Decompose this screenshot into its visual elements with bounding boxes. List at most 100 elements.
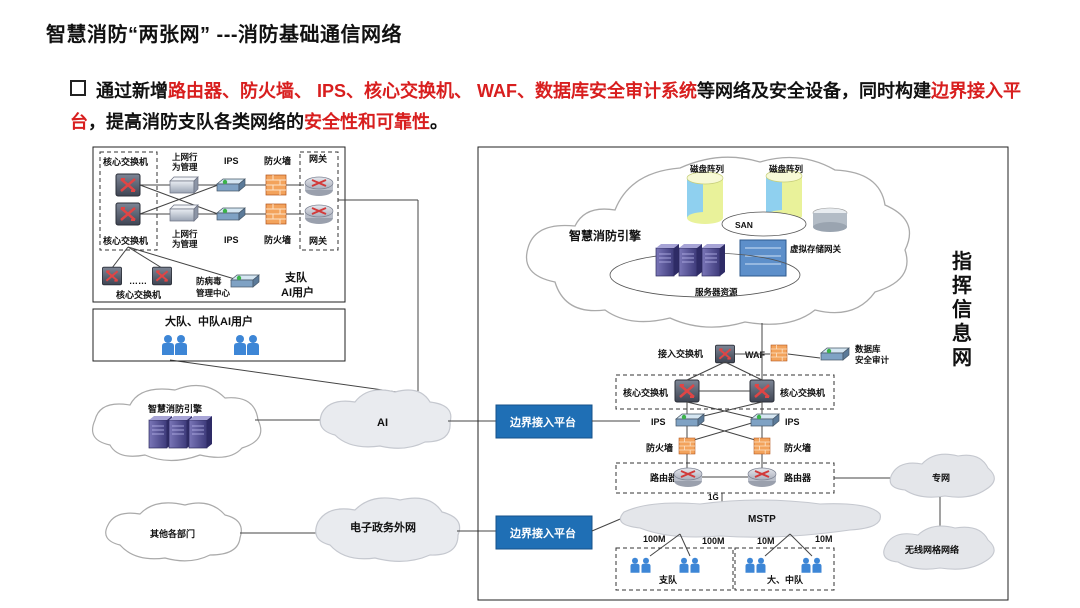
ai-label: AI	[377, 417, 388, 429]
behavior-mgmt-1	[169, 176, 199, 194]
engine-cloud-right: 智慧消防引擎 磁盘阵列 磁盘阵列 SAN 虚拟存储网关 服务器资源	[526, 156, 911, 328]
fw-r-label: 防火墙	[784, 442, 811, 453]
ips-1-label: IPS	[224, 156, 239, 166]
dadui-users	[745, 557, 822, 573]
san-ring	[721, 211, 807, 237]
waf-device	[770, 344, 788, 362]
command-network-frame	[477, 146, 1009, 601]
engine-cloud-left: 智慧消防引擎	[91, 384, 262, 462]
boundary-platform-1	[495, 404, 593, 439]
text: ，提高消防支队各类网络的	[88, 112, 304, 132]
engine-left-label: 智慧消防引擎	[148, 403, 202, 414]
core-switch-l-label: 核心交换机	[623, 387, 668, 398]
intro-paragraph: 通过新增路由器、防火墙、 IPS、核心交换机、 WAF、数据库安全审计系统等网络…	[70, 76, 1030, 138]
core-layer-group	[615, 374, 835, 410]
core-switch-bottom-label: 核心交换机	[103, 235, 148, 246]
zhidui-100m-a: 100M	[643, 534, 666, 544]
ai-cloud: AI	[319, 389, 452, 449]
private-net-cloud: 专网	[889, 453, 995, 498]
firewall-2-label: 防火墙	[264, 234, 291, 245]
core-switch-top-label: 核心交换机	[103, 156, 148, 167]
core-switch-1	[114, 172, 142, 198]
wireless-label: 无线网格网络	[904, 544, 959, 555]
text: 通过新增	[96, 81, 168, 101]
boundary-platform-2-label: 边界接入平台	[509, 526, 576, 540]
router-right-l	[673, 467, 703, 488]
other-depts-label: 其他各部门	[150, 528, 195, 539]
text: 。	[430, 112, 448, 132]
dadui-10m-a: 10M	[757, 536, 775, 546]
dadui-group	[734, 547, 835, 591]
firewall-1-label: 防火墙	[264, 155, 291, 166]
access-switch-label: 接入交换机	[658, 348, 703, 359]
gateway-bottom-label: 网关	[309, 235, 327, 246]
wireless-cloud: 无线网格网络	[883, 525, 995, 570]
other-depts-cloud: 其他各部门	[105, 502, 242, 562]
behavior-mgmt-2-label: 上网行为管理	[172, 229, 198, 249]
private-net-label: 专网	[932, 472, 950, 483]
core-switch-right-l	[673, 378, 701, 404]
boundary-platform-2	[495, 515, 593, 550]
ips-l-label: IPS	[651, 417, 666, 427]
egov-label: 电子政务外网	[350, 520, 416, 534]
behavior-mgmt-1-label: 上网行为管理	[172, 152, 198, 172]
zhidui-users	[630, 557, 700, 573]
behavior-mgmt-2	[169, 204, 199, 222]
gateway-router-2	[304, 204, 334, 225]
core-switch-sub-label: 核心交换机	[116, 289, 161, 300]
antivirus-center	[230, 274, 260, 288]
highlight-devices: 路由器、防火墙、 IPS、核心交换机、 WAF、数据库安全审计系统	[168, 81, 698, 101]
ips-r-label: IPS	[785, 417, 800, 427]
db-audit-label: 数据库安全审计	[855, 344, 890, 365]
dadui-10m-b: 10M	[815, 534, 833, 544]
virtual-storage-server	[739, 239, 787, 277]
zhidui-network-frame	[92, 146, 346, 303]
engine-right-label: 智慧消防引擎	[568, 228, 641, 243]
access-switch-a	[101, 266, 123, 286]
gateway-router-1	[304, 176, 334, 197]
db-audit-device	[820, 347, 850, 361]
mstp-cloud: MSTP	[619, 499, 881, 538]
checkbox-bullet-icon	[70, 80, 86, 96]
access-switch-right	[714, 344, 736, 364]
boundary-platform-1-label: 边界接入平台	[509, 415, 576, 429]
server-resources-label: 服务器资源	[695, 287, 738, 297]
core-switch-group	[99, 151, 158, 251]
ips-right-r	[750, 413, 780, 427]
access-switch-b	[151, 266, 173, 286]
text: 等网络及安全设备，同时构建	[697, 81, 932, 101]
zhidui-100m-b: 100M	[702, 536, 725, 546]
dadui-users-group-2	[234, 335, 259, 355]
ips-right-l	[675, 413, 705, 427]
zhidui-group	[615, 547, 734, 591]
ips-2-label: IPS	[224, 235, 239, 245]
dots: ……	[129, 276, 147, 286]
gateway-group	[299, 151, 339, 251]
link-1g-label: 1G	[708, 493, 719, 502]
gateway-top-label: 网关	[309, 153, 327, 164]
router-right-r	[747, 467, 777, 488]
highlight-security: 安全性和可靠性	[304, 112, 430, 132]
mstp-label: MSTP	[748, 514, 776, 525]
dadui-users-frame	[92, 308, 346, 362]
fw-l-label: 防火墙	[646, 442, 673, 453]
command-network-title: 指挥信息网	[952, 249, 972, 369]
core-switch-right-r	[748, 378, 776, 404]
firewall-2	[265, 203, 287, 225]
antivirus-label: 防病毒管理中心	[196, 276, 231, 298]
fw-right-r	[753, 437, 771, 455]
dadui-label: 大、中队	[767, 574, 804, 585]
router-l-label: 路由器	[650, 472, 678, 483]
dadui-users-group-1	[162, 335, 187, 355]
waf-label: WAF	[745, 350, 765, 360]
ips-1	[216, 178, 246, 192]
virtual-gateway-label: 虚拟存储网关	[790, 244, 842, 254]
ips-2	[216, 207, 246, 221]
firewall-1	[265, 174, 287, 196]
zhidui-label: 支队	[658, 574, 678, 585]
egov-cloud: 电子政务外网	[315, 497, 461, 562]
disk-array-1-label: 磁盘阵列	[690, 164, 725, 174]
core-switch-r-label: 核心交换机	[780, 387, 825, 398]
